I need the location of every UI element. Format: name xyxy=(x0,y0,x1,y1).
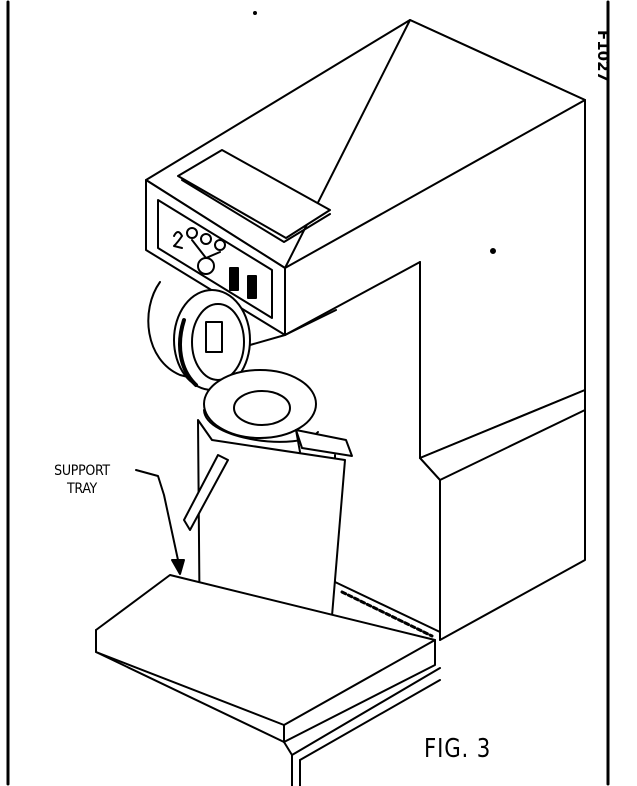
drawing-dot xyxy=(253,11,257,15)
figure-caption: FIG. 3 xyxy=(424,734,492,764)
callout-line-1: SUPPORT xyxy=(54,463,110,479)
callout-line-2: TRAY xyxy=(67,481,97,497)
support-tray xyxy=(95,574,441,786)
drawing-dot xyxy=(490,248,496,254)
support-tray-callout: SUPPORT TRAY xyxy=(42,462,122,498)
control-panel xyxy=(157,199,273,319)
drawing-code: F1027 xyxy=(594,30,612,82)
top-display-panel xyxy=(177,149,331,243)
brew-funnel xyxy=(147,281,337,391)
support-tray-leader xyxy=(135,469,185,575)
drawing-border xyxy=(6,0,610,786)
